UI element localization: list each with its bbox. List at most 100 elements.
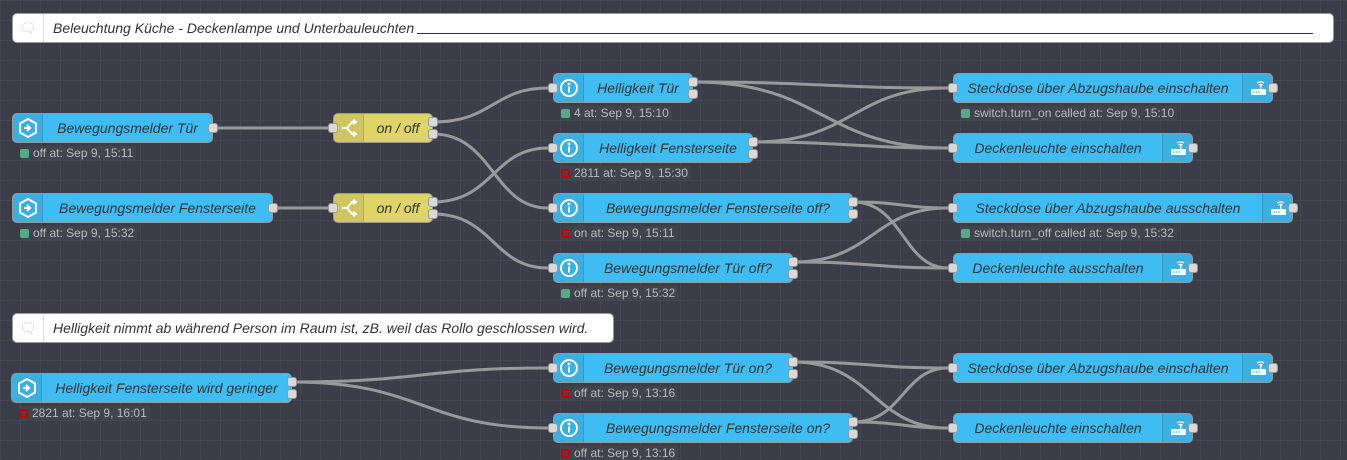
wire[interactable]	[432, 132, 549, 210]
wire[interactable]	[692, 80, 949, 150]
output-port[interactable]	[287, 389, 297, 399]
output-port[interactable]	[788, 357, 798, 367]
wire[interactable]	[692, 80, 949, 90]
info-icon	[554, 74, 584, 102]
output-port[interactable]	[788, 269, 798, 279]
input-port[interactable]	[948, 263, 958, 273]
input-port[interactable]	[548, 203, 558, 213]
wire[interactable]	[852, 420, 949, 430]
wire[interactable]	[752, 140, 949, 150]
comment-node[interactable]: 🗨 Beleuchtung Küche - Deckenlampe und Un…	[12, 13, 1334, 43]
output-port[interactable]	[287, 377, 297, 387]
wire[interactable]	[852, 366, 949, 424]
input-port[interactable]	[948, 83, 958, 93]
node-state-trigger[interactable]: Helligkeit Fensterseite wird geringer	[11, 373, 292, 403]
router-icon	[1262, 194, 1292, 222]
node-label: Deckenleuchte einschalten	[974, 420, 1142, 436]
wire[interactable]	[852, 200, 949, 270]
node-current-state[interactable]: Bewegungsmelder Fensterseite off?	[553, 193, 853, 223]
node-current-state[interactable]: Helligkeit Fensterseite	[553, 133, 753, 163]
output-port[interactable]	[848, 417, 858, 427]
node-status: 2811 at: Sep 9, 15:30	[561, 166, 691, 180]
node-call-service[interactable]: Deckenleuchte einschalten	[953, 413, 1193, 443]
input-port[interactable]	[328, 123, 338, 133]
output-port[interactable]	[1268, 83, 1278, 93]
node-status: off at: Sep 9, 15:11	[20, 146, 137, 160]
output-port[interactable]	[208, 123, 218, 133]
status-text: switch.turn_off called at: Sep 9, 15:32	[974, 226, 1174, 240]
wire[interactable]	[752, 86, 949, 144]
input-port[interactable]	[548, 363, 558, 373]
output-port[interactable]	[428, 209, 438, 219]
input-port[interactable]	[548, 83, 558, 93]
output-port[interactable]	[1288, 203, 1298, 213]
arrow-hexagon-icon	[13, 114, 43, 142]
node-status: switch.turn_off called at: Sep 9, 15:32	[961, 226, 1177, 240]
status-indicator-icon	[961, 228, 970, 238]
output-port[interactable]	[848, 197, 858, 207]
node-call-service[interactable]: Steckdose über Abzugshaube einschalten	[953, 353, 1273, 383]
comment-node[interactable]: 🗨 Helligkeit nimmt ab während Person im …	[12, 313, 614, 343]
wire[interactable]	[432, 212, 549, 270]
output-port[interactable]	[688, 89, 698, 99]
node-state-trigger[interactable]: Bewegungsmelder Tür	[12, 113, 213, 143]
wire[interactable]	[792, 260, 949, 270]
output-port[interactable]	[268, 203, 278, 213]
wire[interactable]	[291, 380, 549, 430]
output-port[interactable]	[748, 137, 758, 147]
node-call-service[interactable]: Steckdose über Abzugshaube ausschalten	[953, 193, 1293, 223]
input-port[interactable]	[548, 143, 558, 153]
node-label: Steckdose über Abzugshaube ausschalten	[975, 200, 1241, 216]
input-port[interactable]	[948, 423, 958, 433]
output-port[interactable]	[1268, 363, 1278, 373]
node-current-state[interactable]: Helligkeit Tür	[553, 73, 693, 103]
node-label: Steckdose über Abzugshaube einschalten	[967, 80, 1229, 96]
status-indicator-icon	[961, 108, 970, 118]
wire[interactable]	[432, 86, 549, 124]
switch-icon	[334, 114, 364, 142]
status-text: on at: Sep 9, 15:11	[574, 226, 675, 240]
info-icon	[554, 134, 584, 162]
status-indicator-icon	[19, 408, 28, 418]
node-status: on at: Sep 9, 15:11	[561, 226, 678, 240]
node-switch[interactable]: on / off	[333, 113, 433, 143]
output-port[interactable]	[1188, 263, 1198, 273]
node-label: Deckenleuchte ausschalten	[972, 260, 1144, 276]
node-call-service[interactable]: Deckenleuchte einschalten	[953, 133, 1193, 163]
output-port[interactable]	[848, 429, 858, 439]
node-call-service[interactable]: Deckenleuchte ausschalten	[953, 253, 1193, 283]
wire[interactable]	[291, 366, 549, 384]
output-port[interactable]	[428, 129, 438, 139]
node-current-state[interactable]: Bewegungsmelder Tür off?	[553, 253, 793, 283]
wire[interactable]	[432, 146, 549, 204]
input-port[interactable]	[948, 363, 958, 373]
wire[interactable]	[792, 206, 949, 264]
input-port[interactable]	[548, 263, 558, 273]
node-switch[interactable]: on / off	[333, 193, 433, 223]
output-port[interactable]	[1188, 423, 1198, 433]
node-state-trigger[interactable]: Bewegungsmelder Fensterseite	[12, 193, 273, 223]
node-current-state[interactable]: Bewegungsmelder Tür on?	[553, 353, 793, 383]
wire[interactable]	[792, 360, 949, 370]
output-port[interactable]	[428, 197, 438, 207]
output-port[interactable]	[848, 209, 858, 219]
output-port[interactable]	[788, 369, 798, 379]
node-current-state[interactable]: Bewegungsmelder Fensterseite on?	[553, 413, 853, 443]
node-label: Helligkeit Fensterseite	[599, 140, 737, 156]
output-port[interactable]	[748, 149, 758, 159]
output-port[interactable]	[428, 117, 438, 127]
arrow-hexagon-icon	[13, 194, 43, 222]
info-icon	[554, 194, 584, 222]
output-port[interactable]	[1188, 143, 1198, 153]
output-port[interactable]	[688, 77, 698, 87]
input-port[interactable]	[328, 203, 338, 213]
input-port[interactable]	[948, 203, 958, 213]
router-icon	[1242, 354, 1272, 382]
node-call-service[interactable]: Steckdose über Abzugshaube einschalten	[953, 73, 1273, 103]
input-port[interactable]	[548, 423, 558, 433]
wire[interactable]	[792, 360, 949, 430]
output-port[interactable]	[788, 257, 798, 267]
input-port[interactable]	[948, 143, 958, 153]
